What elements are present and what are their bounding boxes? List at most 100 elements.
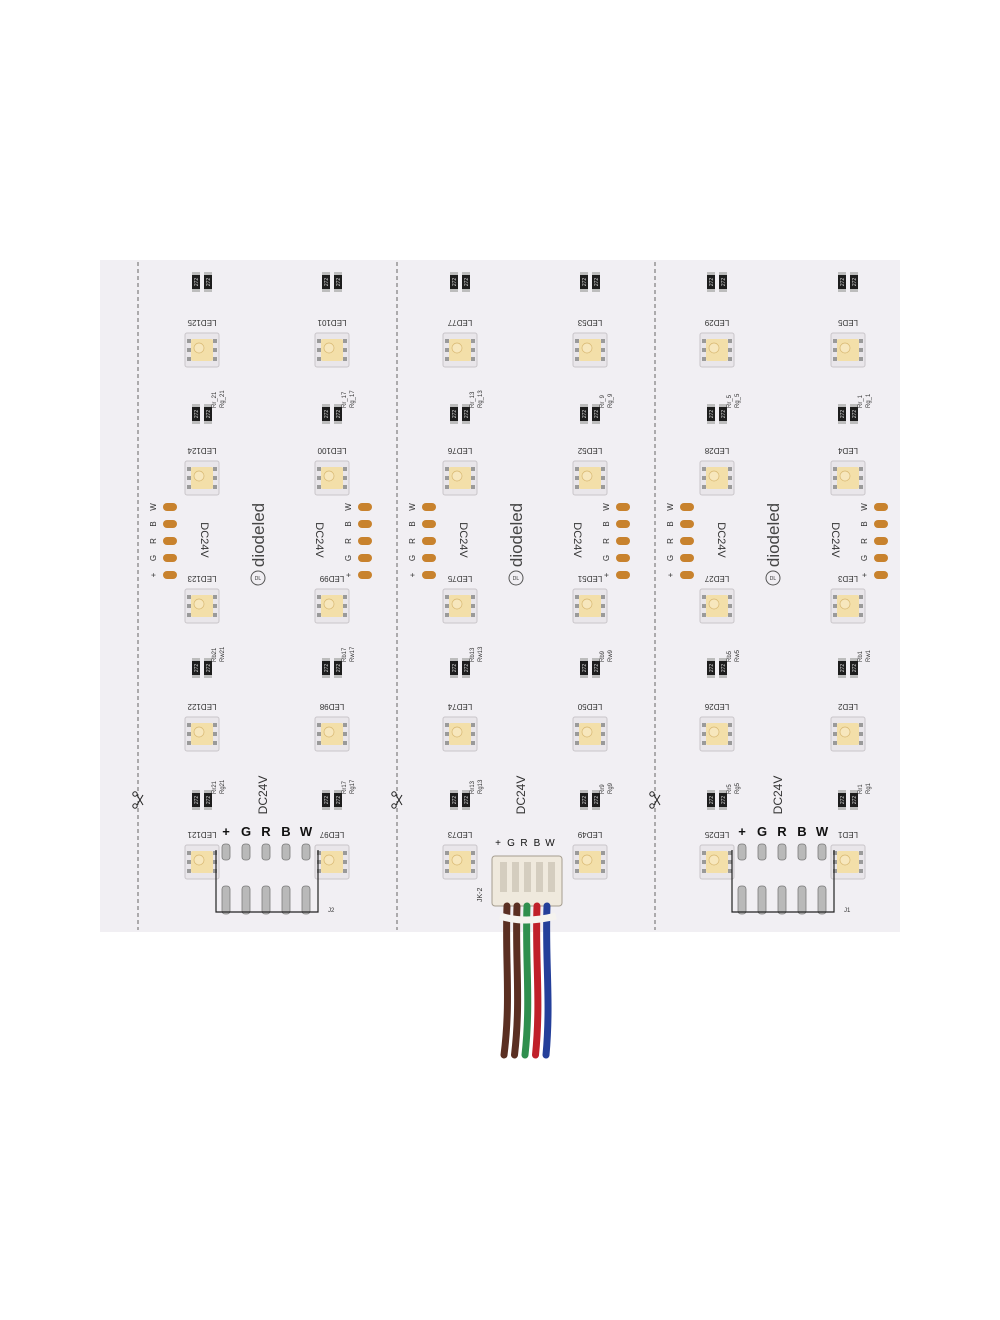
led-die [451,854,463,866]
pad-label: G [344,555,353,561]
led-pad [601,348,605,352]
resistor-body [450,404,458,424]
brand-logo: diodeled [764,503,783,567]
led-die [839,854,851,866]
led-die [451,342,463,354]
solder-pad [874,571,888,579]
resistor-value: 272 [852,278,858,287]
scissors-ring [391,791,397,797]
resistor-cap [580,421,588,424]
resistor-body [450,272,458,292]
connector-label: J1 [844,908,851,914]
voltage-label: DC24V [571,522,583,558]
resistor-body [719,272,727,292]
pin-label: G [507,838,515,849]
solder-pad [616,554,630,562]
pin-top [777,843,787,861]
brand-mark [765,570,781,586]
led-label: LED25 [704,830,729,839]
led-pad [575,741,579,745]
pin-bottom [261,885,271,915]
led-pad [187,851,191,855]
led-die [451,598,463,610]
led-pad [445,869,449,873]
pin-top [261,843,271,861]
resistor-cap [707,658,715,661]
resistor-body [462,272,470,292]
led-pad [317,741,321,745]
pin-label: R [261,824,271,839]
led-pad [187,467,191,471]
led-pad [317,485,321,489]
led-pad [471,869,475,873]
resistor-body [322,658,330,678]
led-pad [187,723,191,727]
led-pad [343,604,347,608]
led-pad [601,723,605,727]
led: LED77 [442,318,478,368]
resistor-cap [838,289,846,292]
led-pad [471,485,475,489]
resistor-label: Rg17 [350,779,356,794]
led-pad [471,467,475,471]
resistor-body [322,790,330,810]
resistor-cap [462,272,470,275]
resistor-value: 272 [324,410,330,419]
led-pad [833,613,837,617]
led-die [193,470,205,482]
led: LED25 [699,830,735,880]
voltage-label: DC24V [514,776,528,815]
brand-logo: diodeled [249,503,268,567]
led-die [323,598,335,610]
header-outline [731,850,835,913]
pad-label: W [149,503,158,511]
resistor-cap [592,790,600,793]
resistor-cap [322,807,330,810]
resistor-value: 272 [324,796,330,805]
pad-label: R [408,538,417,544]
resistor-value: 272 [194,664,200,673]
led-label: LED124 [187,446,216,455]
solder-pad [680,537,694,545]
led-pad [728,604,732,608]
led-pad [445,595,449,599]
led-pad [445,339,449,343]
pin-bottom [301,885,311,915]
led-pad [187,476,191,480]
pin-label: W [545,838,555,849]
led: LED53 [572,318,608,368]
solder-pad [874,503,888,511]
led-pad [343,860,347,864]
resistor-cap [450,272,458,275]
led-die [581,342,593,354]
led-label: LED53 [577,318,602,327]
solder-pad [163,520,177,528]
led-die [839,726,851,738]
led-die [193,726,205,738]
resistor-cap [450,790,458,793]
resistor-body [204,272,212,292]
resistor-body [850,404,858,424]
pin-bottom [281,885,291,915]
led: LED100 [314,446,350,496]
resistor-cap [334,658,342,661]
resistor-cap [838,272,846,275]
led-pad [833,869,837,873]
resistor-value: 272 [594,410,600,419]
led-label: LED74 [447,702,472,711]
resistor-cap [450,675,458,678]
led-pad [343,467,347,471]
led-die [451,470,463,482]
resistor-body [719,658,727,678]
brand-mark-text: DL [770,576,777,582]
resistor-value: 272 [206,278,212,287]
solder-pad [680,503,694,511]
